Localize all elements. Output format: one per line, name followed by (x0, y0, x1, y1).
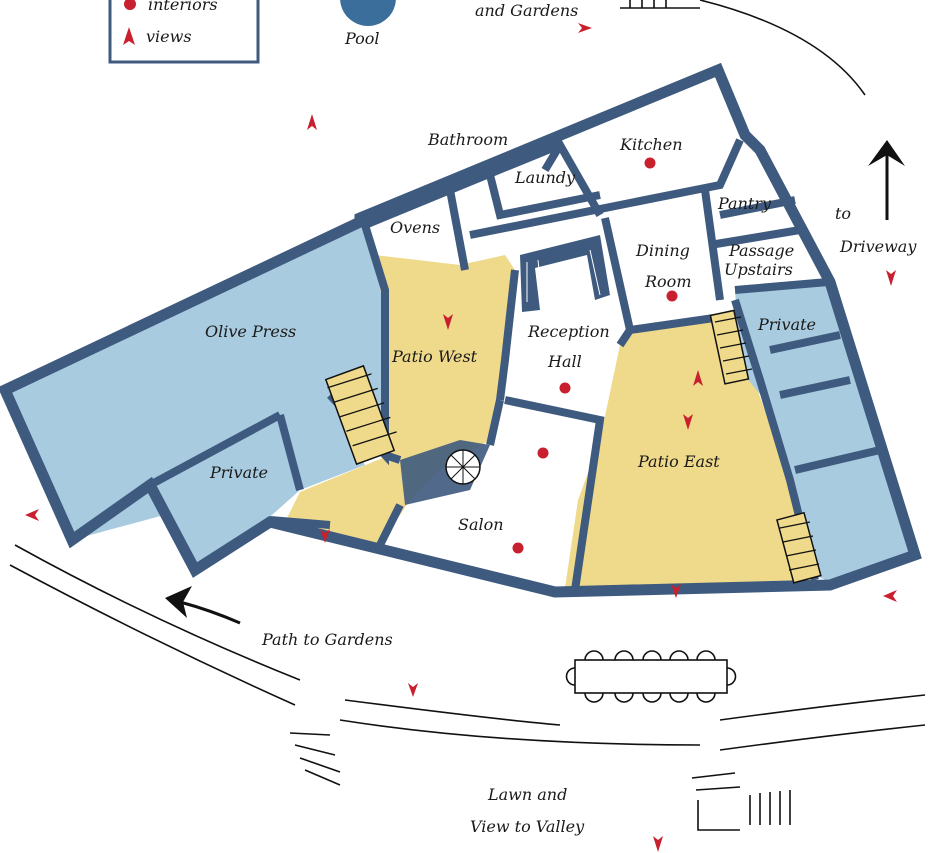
label-passage-2: Upstairs (724, 260, 793, 279)
pool (340, 0, 396, 26)
label-lawn-1: Lawn and (487, 785, 567, 804)
label-pantry: Pantry (717, 194, 772, 213)
interior-markers (512, 157, 678, 554)
view-markers (25, 23, 897, 852)
arrow-to-gardens-icon (165, 586, 241, 625)
label-laundry: Laundy (514, 168, 576, 187)
paths (9, 0, 926, 831)
label-bathroom: Bathroom (427, 130, 508, 149)
label-kitchen: Kitchen (619, 135, 683, 154)
legend-views: views (146, 27, 192, 46)
label-reception-1: Reception (527, 322, 610, 341)
label-patio-west: Patio West (391, 347, 478, 366)
gardens-label: and Gardens (475, 1, 578, 20)
label-private-left: Private (209, 463, 268, 482)
label-lawn-2: View to Valley (470, 817, 585, 836)
private-left (150, 395, 365, 570)
label-dining-1: Dining (635, 241, 690, 260)
label-dining-2: Room (644, 272, 691, 291)
building (0, 62, 922, 598)
label-driveway: Driveway (839, 237, 917, 256)
legend-interiors: interiors (148, 0, 218, 14)
outdoor-table (565, 650, 737, 703)
label-ovens: Ovens (390, 218, 440, 237)
label-to: to (835, 204, 851, 223)
private-right (735, 282, 915, 582)
label-path-to-gardens: Path to Gardens (261, 630, 393, 649)
label-patio-east: Patio East (637, 452, 720, 471)
label-private-right: Private (757, 315, 816, 334)
label-passage-1: Passage (728, 241, 794, 260)
patio-west (285, 255, 515, 545)
view-marker-icon (123, 27, 135, 45)
legend: interiors views (108, 0, 260, 64)
pool-label: Pool (344, 29, 380, 48)
label-salon: Salon (458, 515, 504, 534)
arrow-to-driveway-icon (868, 140, 905, 220)
interior-marker-icon (124, 0, 136, 10)
label-olive-press: Olive Press (205, 322, 296, 341)
label-reception-2: Hall (547, 352, 582, 371)
